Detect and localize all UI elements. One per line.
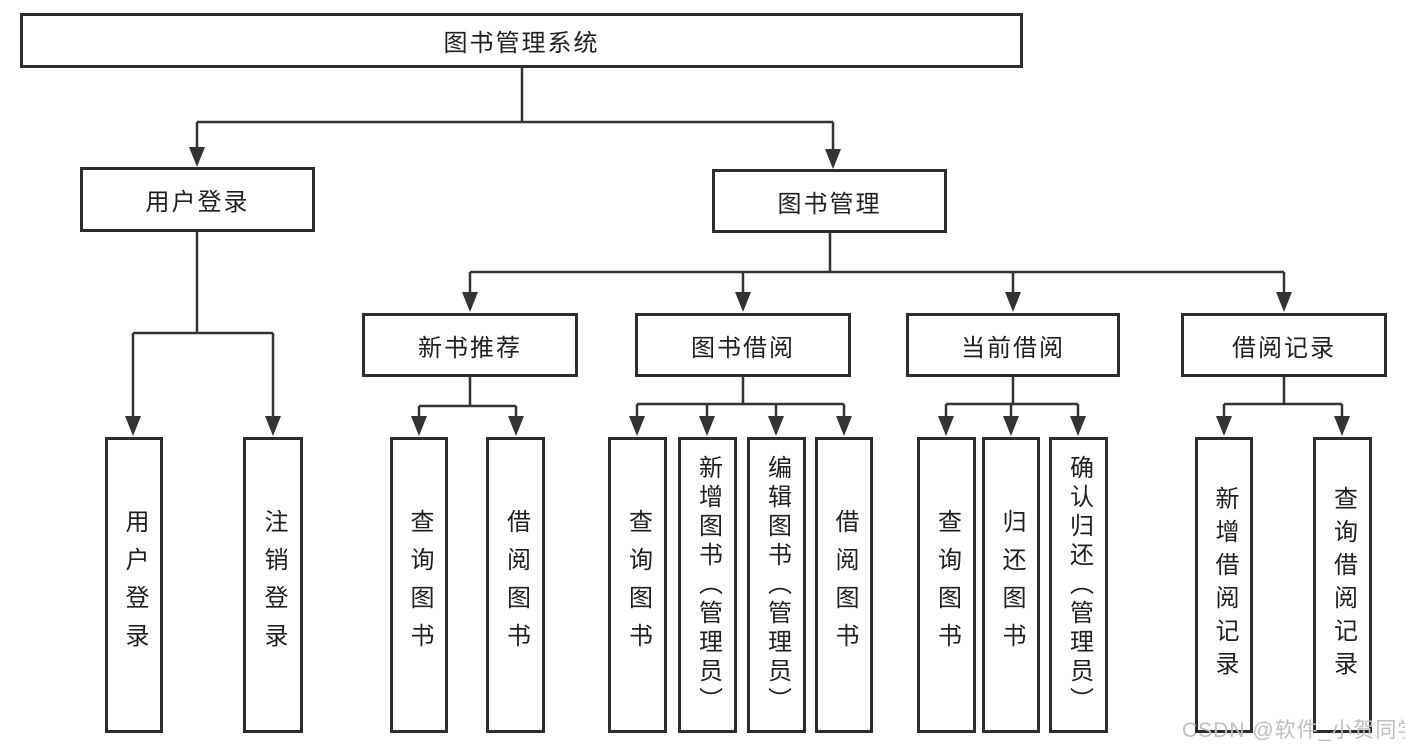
leaf-query-borrow-record: 查询借阅记录	[1313, 437, 1372, 733]
node-borrow-records: 借阅记录	[1181, 313, 1387, 377]
leaf-edit-books-admin: 编辑图书（管理员）	[747, 437, 806, 733]
leaf-borrow-books: 借阅图书	[815, 437, 873, 733]
node-user-login: 用户登录	[80, 167, 315, 232]
node-current-borrow: 当前借阅	[906, 313, 1120, 377]
leaf-add-books-admin: 新增图书（管理员）	[678, 437, 737, 733]
leaf-recommend-query-books: 查询图书	[390, 437, 448, 733]
leaf-borrow-query-books: 查询图书	[608, 437, 667, 733]
node-book-borrow: 图书借阅	[635, 313, 851, 377]
node-new-book-recommend: 新书推荐	[362, 313, 578, 377]
node-root-system: 图书管理系统	[20, 13, 1023, 68]
node-book-management: 图书管理	[712, 169, 947, 233]
leaf-recommend-borrow-books: 借阅图书	[486, 437, 545, 733]
leaf-add-borrow-record: 新增借阅记录	[1195, 437, 1253, 733]
leaf-user-login: 用户登录	[105, 437, 163, 733]
csdn-watermark: CSDN @软件_小贺同学	[1182, 719, 1405, 742]
leaf-return-books: 归还图书	[982, 437, 1040, 733]
leaf-confirm-return-admin: 确认归还（管理员）	[1049, 437, 1108, 733]
leaf-current-query-books: 查询图书	[917, 437, 976, 733]
leaf-logout: 注销登录	[243, 437, 303, 733]
